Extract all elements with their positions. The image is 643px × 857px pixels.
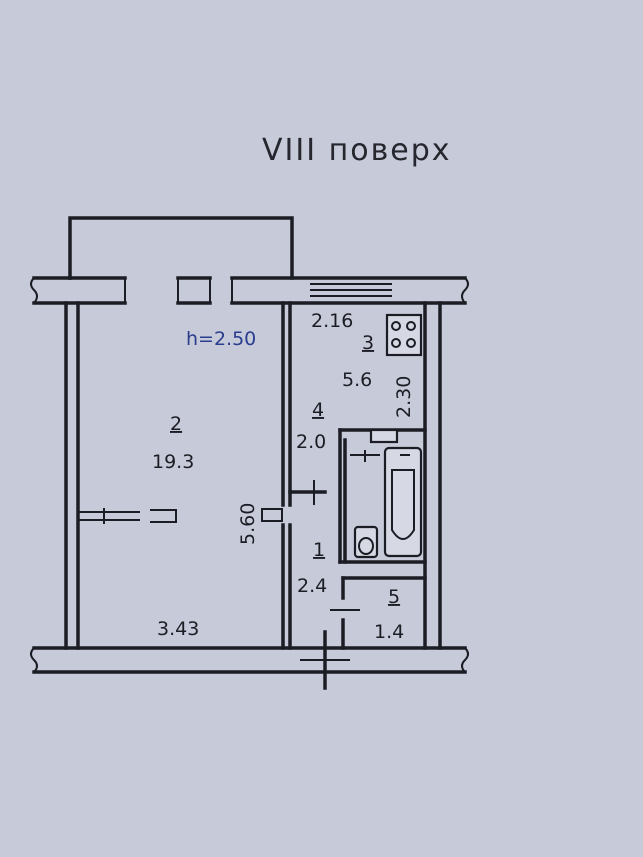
right-outer-wall [423,301,442,650]
left-outer-wall [64,301,80,650]
bathtub-icon [350,446,423,558]
room-2-length-dimension: 5.60 [237,503,259,545]
room-5-area: 1.4 [374,621,404,643]
ceiling-height-label: h=2.50 [186,328,256,350]
kitchen-length-dimension: 2.30 [393,376,415,418]
sink-icon [369,428,399,444]
top-outer-wall [30,276,469,305]
room-2-width-dimension: 3.43 [157,618,199,640]
room-3-area: 5.6 [342,369,372,391]
room-1-number: 1 [313,539,325,561]
floor-title: VIII поверх [262,133,452,168]
room-5-number: 5 [388,586,400,608]
room-2-number: 2 [170,413,182,435]
room-4-area: 2.0 [296,431,326,453]
stove-icon [385,313,423,357]
room-2-area: 19.3 [152,451,194,473]
kitchen-width-dimension: 2.16 [311,310,353,332]
toilet-icon [353,525,379,559]
room-3-number: 3 [362,332,374,354]
room-1-area: 2.4 [297,575,327,597]
partition-walls [261,301,427,650]
bottom-outer-wall [30,630,469,690]
balcony-outline [68,216,294,280]
room-4-number: 4 [312,399,324,421]
wardrobe-marks [78,508,177,524]
